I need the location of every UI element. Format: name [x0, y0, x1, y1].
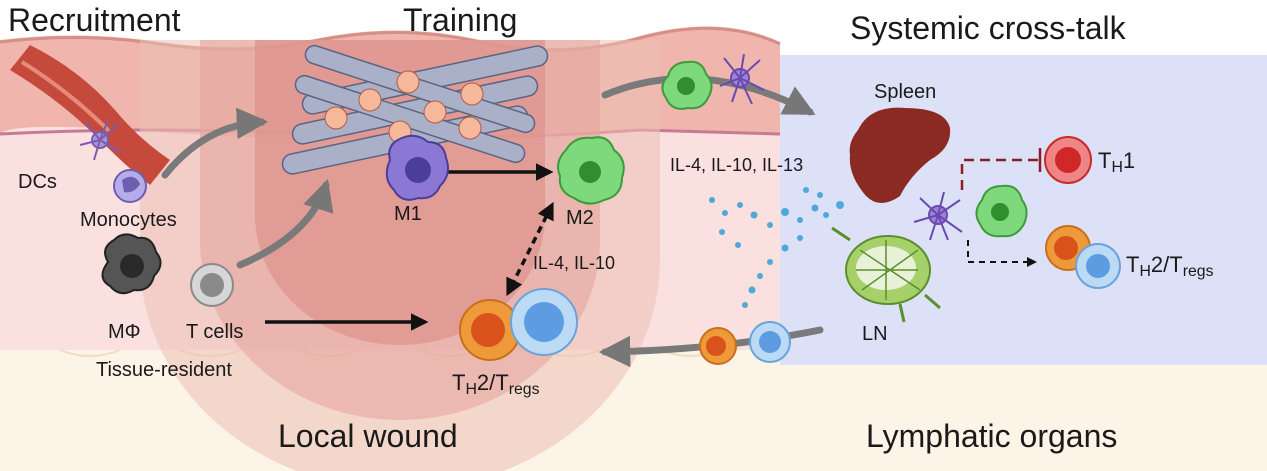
migrating-dc [719, 53, 765, 105]
label-ln: LN [862, 323, 888, 345]
th1-cell [1044, 136, 1092, 184]
lymph-dc [913, 191, 963, 241]
m1-macrophage [385, 134, 449, 201]
th1-inhibition [960, 148, 1042, 190]
local-th2-treg-pair [459, 288, 578, 361]
label-spleen: Spleen [874, 81, 937, 103]
macrophage-cell [101, 233, 162, 295]
label-m2: M2 [566, 207, 594, 229]
label-cytokines-systemic: IL-4, IL-10, IL-13 [670, 155, 804, 175]
lymph-node-organ [831, 226, 941, 323]
label-t-cells: T cells [186, 321, 244, 343]
label-tissue-resident: Tissue-resident [96, 359, 232, 381]
label-cytokines-local: IL-4, IL-10 [533, 253, 616, 273]
t-cell-resident [190, 263, 234, 307]
label-monocytes: Monocytes [80, 209, 177, 231]
label-dcs: DCs [18, 171, 57, 193]
heading-recruitment: Recruitment [8, 2, 181, 38]
label-th1: TH1 [1098, 148, 1136, 177]
label-th2-tregs-lymph: TH2/Tregs [1126, 252, 1214, 281]
label-macrophage: MΦ [108, 321, 141, 343]
m2-macrophage [557, 136, 625, 205]
migrating-m2 [661, 60, 713, 110]
returning-t-cells [699, 321, 791, 365]
blood-vessel [10, 45, 170, 185]
heading-training: Training [403, 2, 518, 38]
lymph-th2-treg-pair [1045, 225, 1121, 289]
lymph-m2 [975, 184, 1028, 238]
heading-systemic: Systemic cross-talk [850, 10, 1126, 46]
dc-in-vessel [79, 119, 121, 161]
scaffold-pores [324, 70, 484, 144]
label-th2-tregs-local: TH2/Tregs [452, 370, 540, 399]
spleen-organ [849, 107, 951, 203]
label-m1: M1 [394, 203, 422, 225]
cytokine-particles [709, 187, 844, 308]
black-arrows [265, 163, 1037, 331]
heading-local-wound: Local wound [278, 418, 458, 454]
monocyte-cell [113, 169, 147, 203]
heading-lymphatic: Lymphatic organs [866, 418, 1118, 454]
